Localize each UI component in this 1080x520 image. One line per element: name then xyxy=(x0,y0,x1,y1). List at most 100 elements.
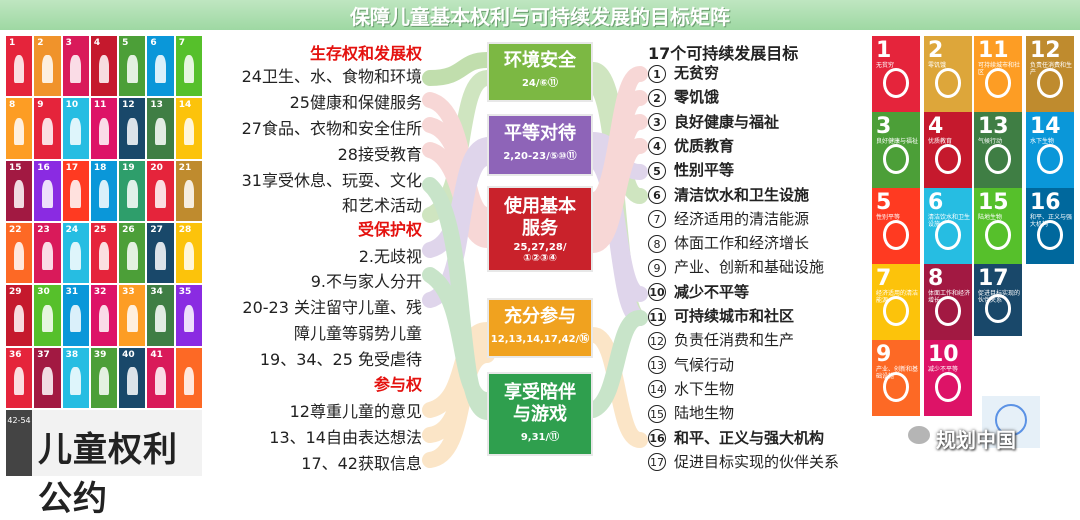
sdg-number-circle: 2 xyxy=(648,88,666,107)
child-figure-icon xyxy=(42,366,53,395)
child-figure-icon xyxy=(98,304,110,333)
crc-article-tile: 5 xyxy=(119,36,146,97)
survival-item: 和艺术活动 xyxy=(341,196,422,215)
sdg-name: 水下生物 xyxy=(674,379,735,398)
sdg-number-circle: 6 xyxy=(648,186,666,204)
crc-article-number: 8 xyxy=(9,100,16,111)
crc-article-number: 31 xyxy=(65,287,79,298)
child-figure-icon xyxy=(127,304,138,333)
crc-title-bar: 42-54 儿童权利公约 xyxy=(6,410,202,519)
crc-article-tile: 27 xyxy=(147,222,174,284)
sdg-goal-caption: 无贫穷 xyxy=(876,62,895,69)
sdg-goal-icon xyxy=(984,219,1012,251)
dimension-environment-safety: 环境安全 24/⑥⑪ xyxy=(487,42,593,102)
crc-article-number: 7 xyxy=(178,38,185,48)
sdg-name: 气候行动 xyxy=(674,355,735,374)
child-figure-icon xyxy=(13,117,25,146)
child-figure-icon xyxy=(155,304,166,333)
child-figure-icon xyxy=(127,117,138,146)
sdg-goal-number: 6 xyxy=(928,190,944,215)
sdg-goal-caption: 可持续城市和社区 xyxy=(978,62,1021,76)
page-title: 保障儿童基本权利与可持续发展的目标矩阵 xyxy=(350,4,730,29)
sdg-number-circle: 10 xyxy=(648,283,666,302)
crc-article-number: 20 xyxy=(150,162,163,173)
child-figure-icon xyxy=(98,117,110,146)
crc-article-number: 16 xyxy=(37,162,50,173)
crc-article-number: 27 xyxy=(150,224,163,235)
crc-article-tile: 19 xyxy=(119,160,146,221)
child-figure-icon xyxy=(70,304,81,333)
protection-item: 障儿童等弱势儿童 xyxy=(293,324,422,343)
sdg-number-circle: 14 xyxy=(648,380,666,399)
sdg-list-title: 17个可持续发展目标 xyxy=(648,44,799,63)
sdg-goal-number: 1 xyxy=(876,38,892,63)
crc-article-number: 35 xyxy=(178,287,192,298)
sdg-number-circle: 11 xyxy=(648,307,666,326)
child-figure-icon xyxy=(127,55,138,84)
child-figure-icon xyxy=(127,366,138,395)
child-figure-icon xyxy=(42,179,53,208)
sdg-goal-icon xyxy=(1036,143,1064,175)
child-figure-icon xyxy=(42,242,53,271)
survival-item: 28接受教育 xyxy=(337,145,422,164)
child-figure-icon xyxy=(13,366,25,395)
dimension-title: 平等对待 xyxy=(504,123,576,144)
child-figure-icon xyxy=(155,366,166,395)
child-figure-icon xyxy=(70,242,81,271)
sdg-number-circle: 5 xyxy=(648,161,666,180)
crc-article-number: 3 xyxy=(65,38,72,48)
sdg-number-circle: 17 xyxy=(648,453,666,472)
sdg-name: 零饥饿 xyxy=(674,88,720,107)
watermark-text: 规划中国 xyxy=(936,428,1016,452)
sdg-number-circle: 4 xyxy=(648,137,666,156)
sdg-goal-number: 4 xyxy=(928,114,944,139)
sdg-number-circle: 12 xyxy=(648,331,666,350)
ribbon xyxy=(585,310,648,418)
sdg-name: 负责任消费和生产 xyxy=(674,331,795,350)
crc-article-number: 4 xyxy=(93,38,101,48)
crc-badge: 42-54 xyxy=(6,410,32,476)
crc-article-number: 19 xyxy=(122,162,135,173)
sdg-goal-number: 16 xyxy=(1030,190,1061,215)
sdg-name: 减少不平等 xyxy=(674,282,750,301)
crc-article-tile: 6 xyxy=(147,36,174,97)
participation-item: 17、42获取信息 xyxy=(301,454,422,473)
sdg-list-item: 14 水下生物 xyxy=(648,378,734,399)
child-figure-icon xyxy=(183,179,195,208)
crc-article-tile: 11 xyxy=(90,98,118,159)
crc-article-tile: 22 xyxy=(6,222,33,284)
crc-article-tile xyxy=(175,347,202,408)
crc-article-tile: 10 xyxy=(62,98,89,159)
participation-rights-title: 参与权 xyxy=(373,375,422,394)
dimension-codes: 2,20-23/⑤⑩⑪ xyxy=(503,151,577,162)
child-figure-icon xyxy=(70,55,81,84)
sdg-number-circle: 3 xyxy=(648,113,666,132)
ribbon xyxy=(585,138,648,253)
participation-item: 13、14自由表达想法 xyxy=(269,428,422,447)
sdg-goal-icon xyxy=(882,371,910,403)
sdg-number-circle: 7 xyxy=(648,210,666,229)
crc-article-number: 32 xyxy=(93,287,107,298)
sdg-goal-number: 9 xyxy=(876,342,892,367)
child-figure-icon xyxy=(70,117,81,146)
crc-article-tile: 17 xyxy=(62,160,89,221)
crc-article-number: 23 xyxy=(37,224,50,235)
sdg-name: 无贫穷 xyxy=(674,64,720,82)
crc-article-tile: 29 xyxy=(6,285,33,346)
dimension-equal-treatment: 平等对待 2,20-23/⑤⑩⑪ xyxy=(487,114,593,176)
crc-article-tile: 36 xyxy=(6,347,33,408)
crc-article-number: 11 xyxy=(93,100,107,111)
sdg-goal-caption: 性别平等 xyxy=(876,214,901,221)
crc-article-tile: 38 xyxy=(62,347,89,408)
crc-article-tile: 12 xyxy=(119,98,146,159)
